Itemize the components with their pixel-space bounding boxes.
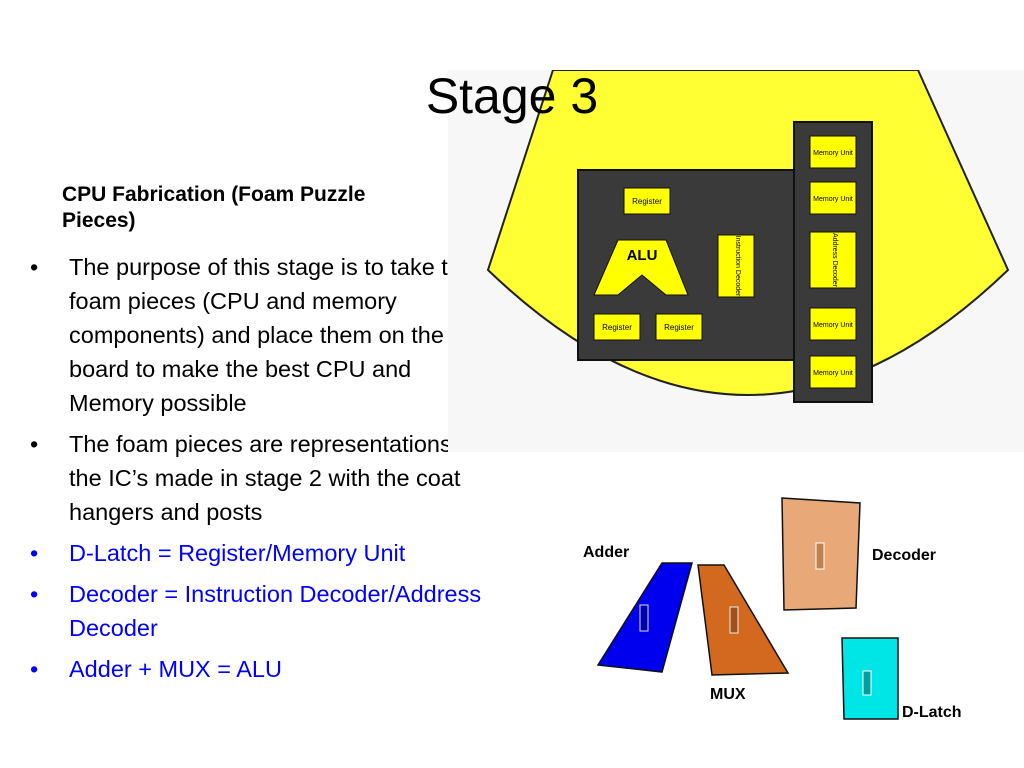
register-bottom-left [593,313,641,341]
memory-unit-1-label: Memory Unit [813,150,853,157]
decoder-label: Decoder [872,547,936,564]
mux-connector-icon [729,606,739,634]
bullet-item: • Adder + MUX = ALU [30,652,490,686]
memory-unit-1 [809,135,857,169]
bullet-dot: • [30,656,39,682]
register-bottom-right [655,313,703,341]
bullet-item: • The foam pieces are representations of… [30,427,490,529]
register-top [623,187,671,215]
memory-unit-2 [809,181,857,215]
bullet-text: The purpose of this stage is to take the… [69,254,474,416]
bullet-text: Decoder = Instruction Decoder/Address De… [69,581,482,641]
bullet-dot: • [30,581,39,607]
slide-title: Stage 3 [425,68,599,124]
address-decoder [809,231,857,289]
memory-unit-4 [809,355,857,389]
register-top-label: Register [632,197,662,206]
slide-subtitle: CPU Fabrication (Foam Puzzle Pieces) [62,183,366,232]
memory-unit-3-label: Memory Unit [813,322,853,329]
bullet-text: The foam pieces are representations of t… [69,431,478,525]
instruction-decoder-label: Instruction Decoder [734,236,741,297]
bullet-list: • The purpose of this stage is to take t… [30,250,490,693]
register-bottom-right-label: Register [664,323,694,332]
alu-label: ALU [627,247,658,264]
mux-piece [697,564,790,676]
register-bottom-left-label: Register [602,323,632,332]
foam-pieces-illustration: Adder MUX Decoder D-Latch [583,497,962,721]
bullet-item: • The purpose of this stage is to take t… [30,250,490,420]
bullet-dot: • [30,540,39,566]
decoder-connector-icon [815,542,825,570]
adder-connector-icon [639,604,649,632]
bullet-text: Adder + MUX = ALU [69,656,282,682]
alu-shape [593,239,689,296]
bullet-item: • Decoder = Instruction Decoder/Address … [30,577,490,645]
bullet-item: • D-Latch = Register/Memory Unit [30,536,490,570]
bullet-dot: • [30,254,39,280]
dlatch-connector-icon [862,670,872,696]
adder-label: Adder [583,544,629,561]
memory-unit-4-label: Memory Unit [813,370,853,377]
instruction-decoder [717,234,755,298]
address-decoder-label: Address Decoder [831,233,838,288]
mux-label: MUX [710,686,746,703]
dlatch-label: D-Latch [902,704,962,721]
memory-unit-3 [809,307,857,341]
bullet-text: D-Latch = Register/Memory Unit [69,540,406,566]
memory-unit-2-label: Memory Unit [813,196,853,203]
cpu-board-illustration: Register ALU Instruction Decoder Registe… [448,70,1024,452]
bullet-dot: • [30,431,39,457]
